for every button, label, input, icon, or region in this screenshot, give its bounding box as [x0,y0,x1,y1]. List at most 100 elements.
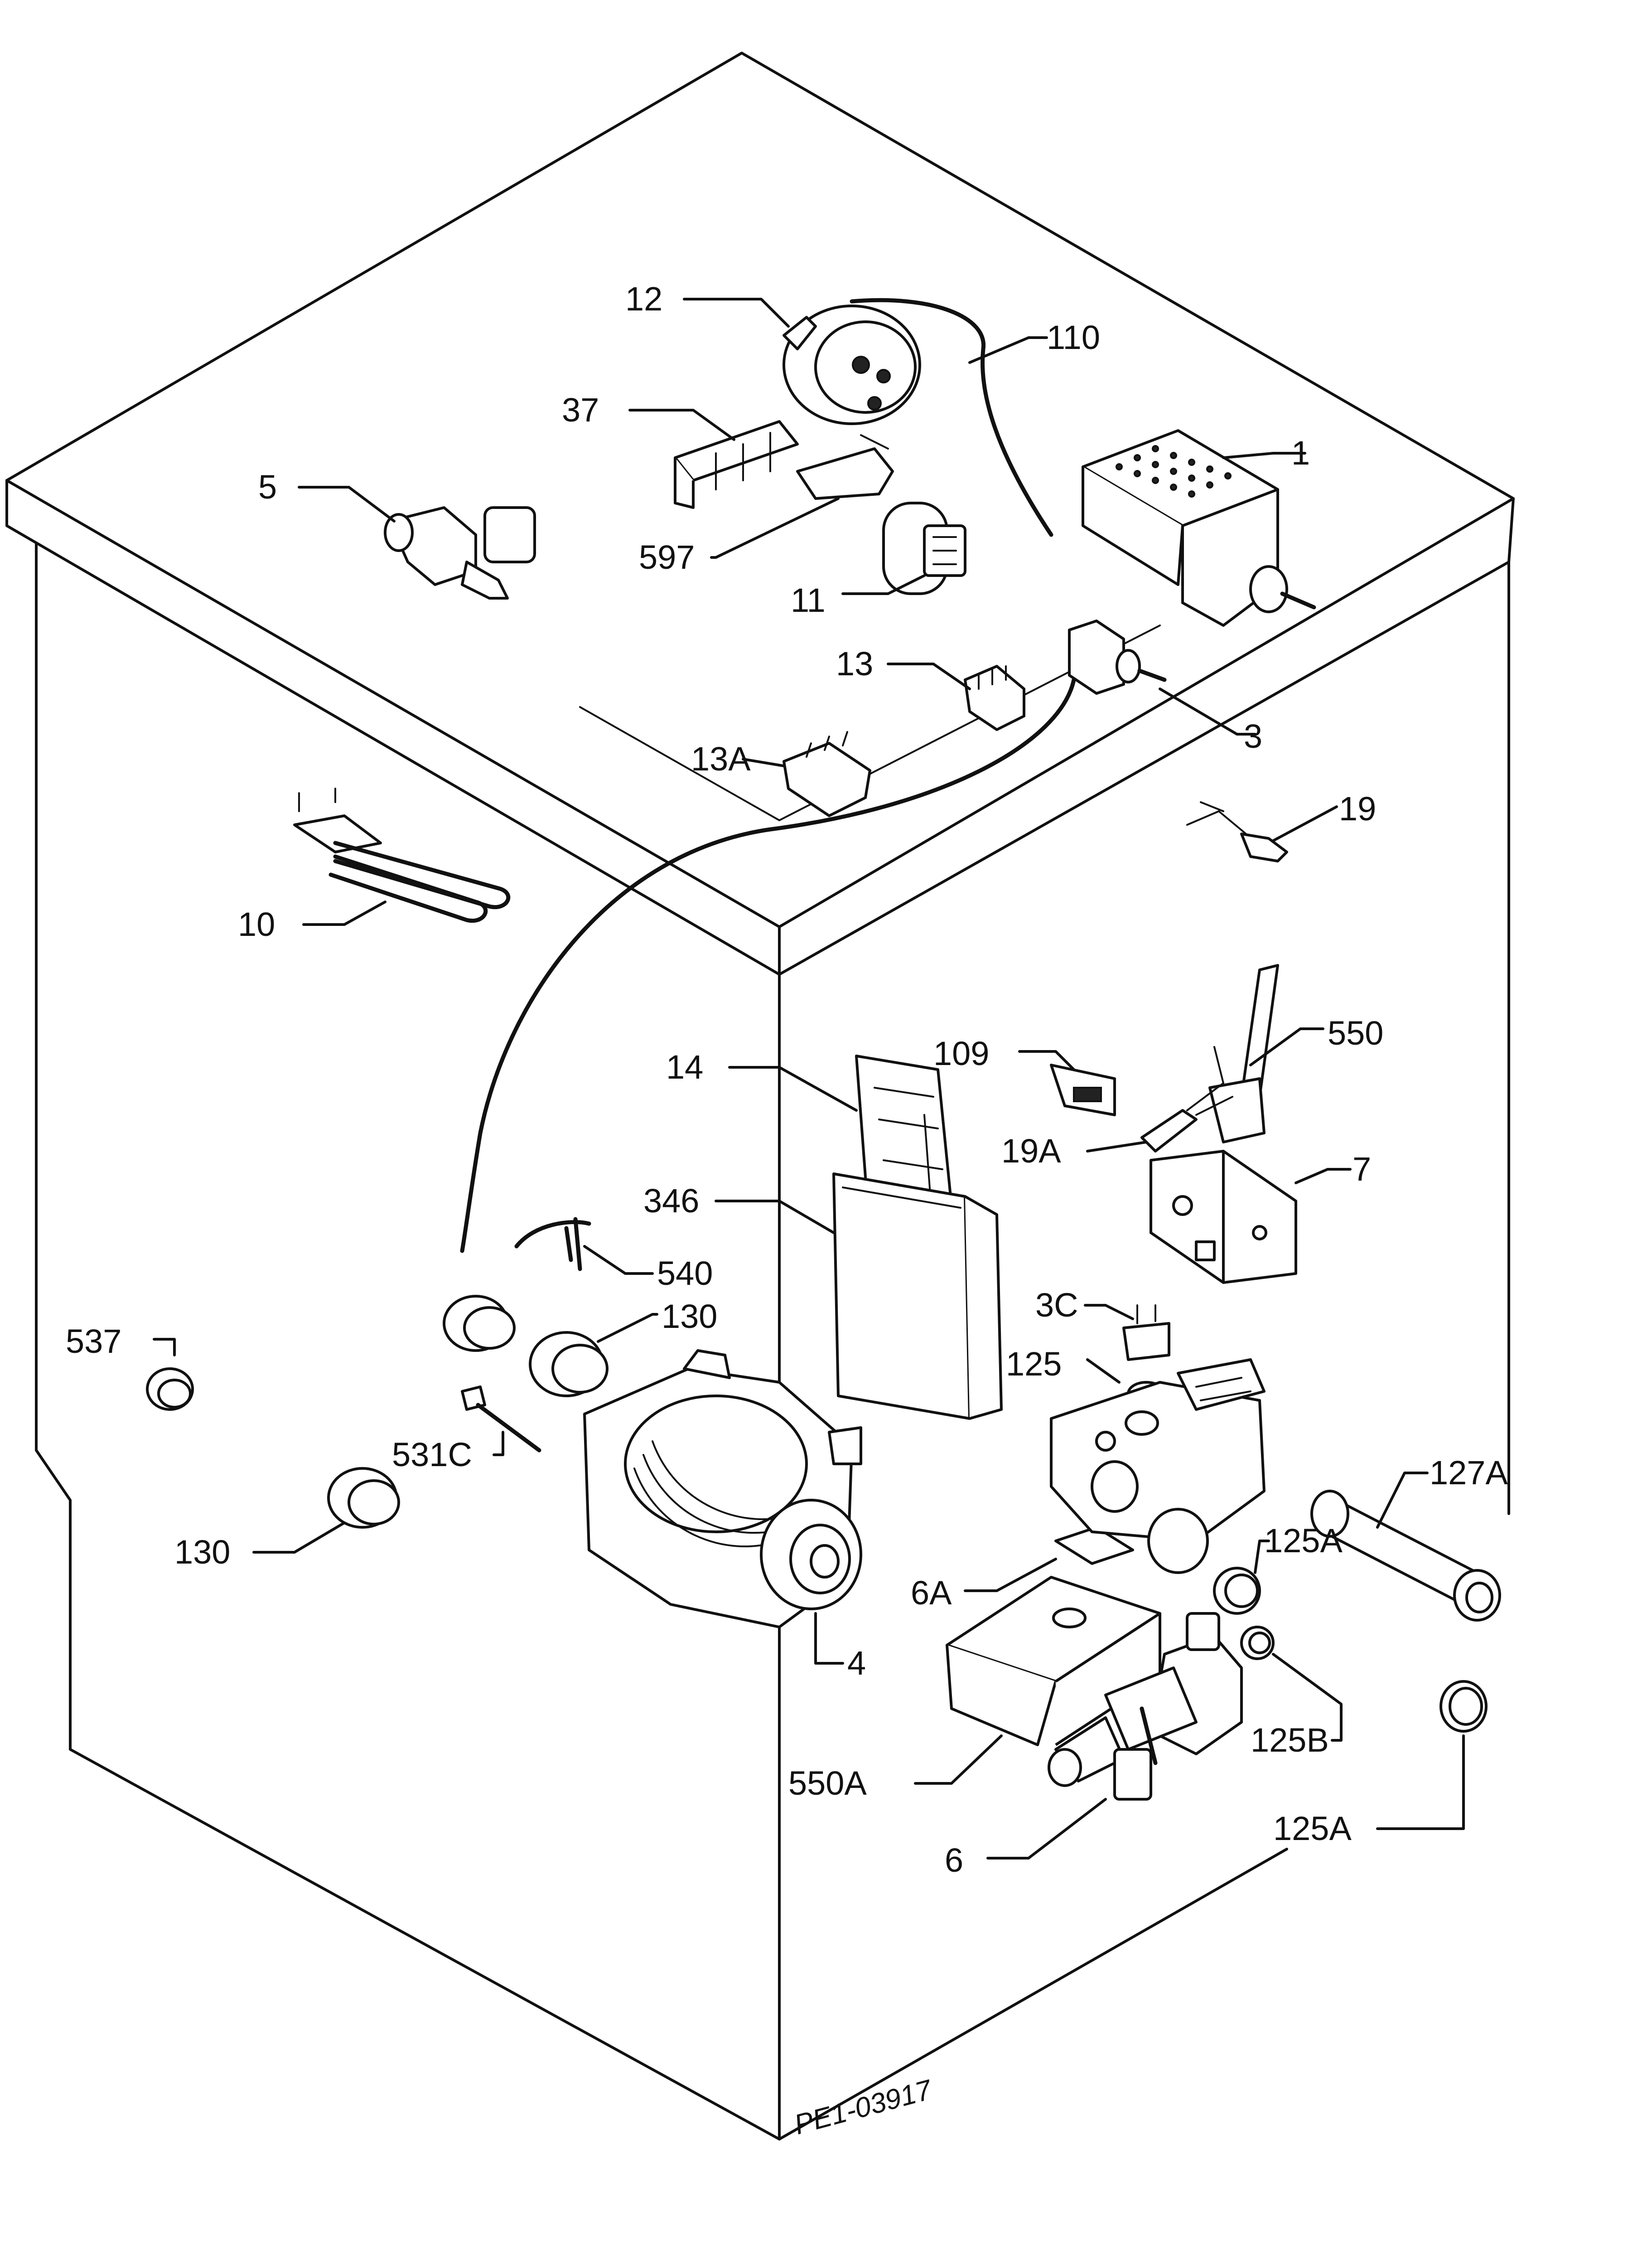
leader-346 [715,1200,835,1234]
label-110: 110 [1047,319,1100,356]
part-5-inlet-valve [384,506,536,600]
part-109-cap [1050,1064,1116,1116]
leader-5 [298,486,396,523]
label-37: 37 [562,391,599,429]
drawing-code: PE1-03917 [791,2074,936,2141]
label-127a: 127A [1430,1454,1508,1492]
label-550: 550 [1328,1014,1383,1052]
label-537: 537 [66,1322,121,1360]
leader-110 [968,336,1048,364]
part-19-sensor [1186,801,1288,862]
part-12-pressure-switch [783,305,921,425]
part-125a-seal-upper [1213,1567,1261,1615]
leader-37 [628,409,735,441]
label-19a: 19A [1001,1132,1061,1170]
leader-19 [1272,805,1338,842]
label-125a-upper: 125A [1264,1522,1343,1559]
part-3c-sensor [1122,1304,1170,1361]
part-3-switch [1068,620,1167,695]
part-37-terminal-block [674,420,799,509]
part-110-hose [850,298,1053,537]
leader-109 [1018,1050,1075,1071]
label-6a: 6A [911,1574,952,1612]
part-10-heating-element [293,788,511,923]
label-11: 11 [791,581,826,619]
part-6-drain-pump [1048,1612,1243,1801]
leader-11 [841,574,926,595]
label-130-lower: 130 [174,1533,230,1571]
label-540: 540 [657,1254,713,1292]
leader-1 [1222,452,1306,459]
leader-19a [1086,1141,1148,1153]
part-4-motor [583,1349,862,1628]
part-597-bracket [796,434,894,500]
part-13a-connector [783,731,871,817]
label-130-upper: 130 [662,1298,717,1335]
leader-13 [887,663,971,690]
leader-6 [986,1798,1107,1860]
leader-130-upper [597,1313,658,1343]
leader-4 [814,1612,844,1665]
leader-550a [914,1734,1003,1785]
label-109: 109 [933,1035,989,1072]
label-3: 3 [1244,717,1262,755]
label-10: 10 [238,906,275,943]
leader-127a [1376,1472,1429,1529]
label-1: 1 [1291,434,1310,472]
leader-10 [302,901,386,926]
label-125b: 125B [1251,1721,1329,1759]
leader-125b [1272,1653,1343,1742]
part-130-grommet-upper [443,1295,609,1397]
label-597: 597 [639,538,695,576]
part-531c-screw [461,1385,541,1453]
label-125: 125 [1006,1345,1062,1383]
leader-3c [1084,1304,1134,1320]
part-7-door-interlock [1150,1150,1297,1284]
label-6: 6 [945,1841,963,1879]
cabinet-outline [5,52,1515,2140]
part-11-capacitor [882,502,966,595]
part-130-grommet-lower [327,1467,400,1529]
part-127a-pipe [1310,1490,1501,1622]
label-5: 5 [258,468,277,506]
leader-550 [1249,1027,1324,1066]
label-3c: 3C [1035,1286,1078,1324]
leader-531c [493,1431,504,1456]
leader-597 [710,497,840,559]
leader-13a [742,758,785,767]
leader-14 [728,1066,858,1112]
leader-125a-lower [1376,1734,1465,1830]
part-125b-seal [1240,1626,1275,1660]
leader-125 [1086,1358,1121,1384]
leader-12 [683,298,790,328]
label-125a-lower: 125A [1273,1810,1352,1847]
label-531c: 531C [392,1436,472,1473]
label-19: 19 [1339,790,1376,828]
label-13a: 13A [691,740,751,778]
part-346-dispenser-housing [832,1172,1003,1420]
pump-upper-assembly [1050,1358,1266,1574]
leader-6a [964,1558,1057,1592]
part-6a-pump-bracket [1054,1526,1134,1565]
part-3-cable [460,678,1076,1253]
part-1-timer [1082,429,1316,627]
label-346: 346 [643,1182,699,1220]
leader-130-lower [252,1521,346,1554]
part-19a-sensor [1140,1046,1233,1153]
label-12: 12 [625,280,662,318]
leader-3 [1159,688,1256,736]
leader-125a-upper [1254,1540,1270,1574]
label-4: 4 [847,1644,866,1682]
part-537-plug [146,1367,194,1411]
part-540-clip [514,1217,591,1271]
label-13: 13 [836,645,873,683]
label-550a: 550A [788,1764,867,1802]
label-7: 7 [1353,1150,1371,1188]
leader-7 [1295,1168,1352,1184]
leader-540 [583,1245,654,1275]
part-13-connector [964,665,1025,731]
label-14: 14 [666,1048,703,1086]
part-125a-seal-lower [1439,1680,1488,1733]
part-550a-cover [946,1576,1161,1746]
